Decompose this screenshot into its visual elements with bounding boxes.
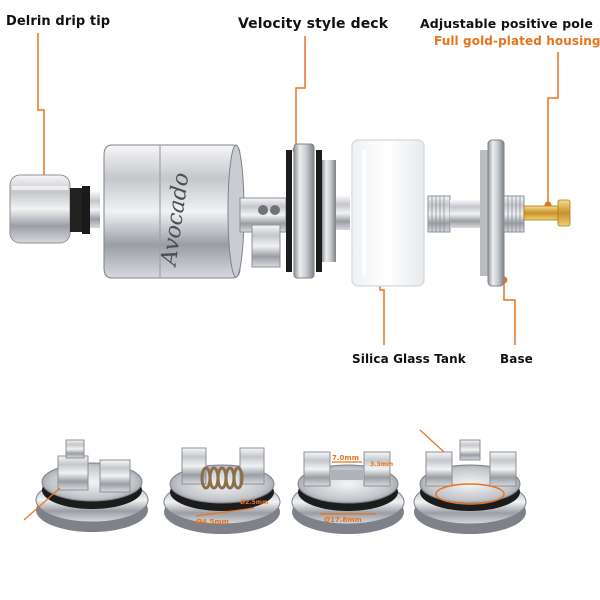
drip-tip <box>9 174 100 244</box>
spacing-a-mark: 7.0mm <box>332 454 359 462</box>
positive-pole <box>523 199 571 227</box>
glass-tank <box>351 139 425 287</box>
coil-diameter-mark: Ø4.5mm <box>196 518 229 526</box>
label-base: Base <box>500 352 533 366</box>
spacing-b-mark: 3.3mm <box>370 461 393 468</box>
base <box>427 139 525 287</box>
deck-diameter-mark: Ø17.8mm <box>324 516 362 524</box>
deck-view-2: Ø4.5mm Ø2.5mm <box>163 447 281 534</box>
label-glass-tank: Silica Glass Tank <box>352 352 466 366</box>
label-gold-housing: Full gold-plated housing <box>434 34 600 48</box>
label-drip-tip: Delrin drip tip <box>6 14 111 29</box>
label-positive-pole: Adjustable positive pole <box>420 16 593 31</box>
deck-view-4 <box>413 429 527 534</box>
top-cap: Avocado <box>103 144 245 279</box>
velocity-deck <box>239 143 350 279</box>
post-hole-mark: Ø2.5mm <box>240 499 268 506</box>
label-deck: Velocity style deck <box>238 16 389 32</box>
deck-view-3: 7.0mm 3.3mm Ø17.8mm <box>291 451 405 534</box>
deck-view-1 <box>23 439 149 532</box>
